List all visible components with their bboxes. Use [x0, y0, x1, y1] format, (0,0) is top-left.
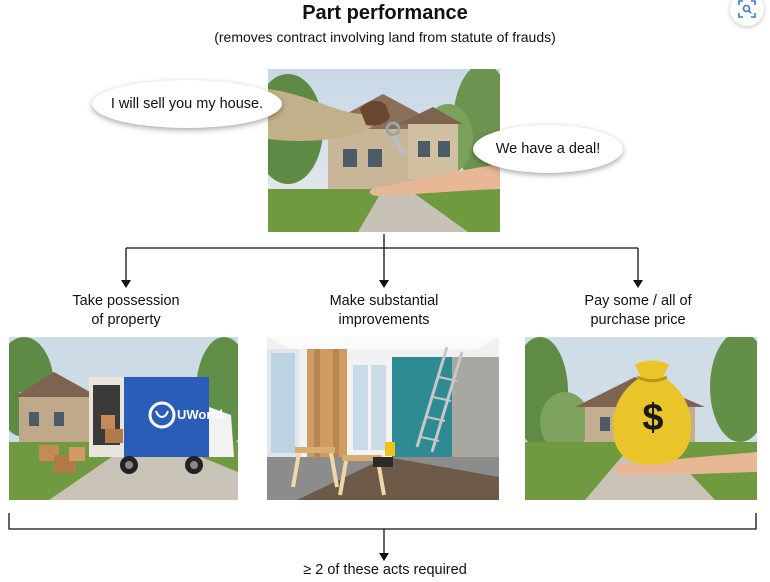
renovation-room-image — [267, 337, 499, 500]
visual-search-icon — [738, 0, 756, 18]
buyer-speech-text: We have a deal! — [495, 141, 601, 157]
diagram-title: Part performance — [302, 2, 468, 24]
act-label-improvements: Make substantial improvements — [329, 293, 439, 328]
uworld-logo-text: UWorld — [177, 407, 223, 422]
visual-search-button[interactable] — [730, 0, 764, 26]
dollar-sign-symbol: $ — [642, 397, 664, 439]
moving-truck-image: UWorld — [9, 337, 238, 500]
money-bag-image: $ — [525, 337, 757, 500]
act-label-possession: Take possession of property — [72, 293, 180, 328]
house-key-handover-image — [268, 69, 500, 232]
seller-speech-text: I will sell you my house. — [110, 96, 264, 112]
seller-speech-bubble: I will sell you my house. — [92, 80, 282, 128]
requirement-footer: ≥ 2 of these acts required — [303, 562, 467, 578]
act-label-payment: Pay some / all of purchase price — [584, 293, 692, 328]
buyer-speech-bubble: We have a deal! — [473, 125, 623, 173]
diagram-subtitle: (removes contract involving land from st… — [214, 29, 556, 45]
